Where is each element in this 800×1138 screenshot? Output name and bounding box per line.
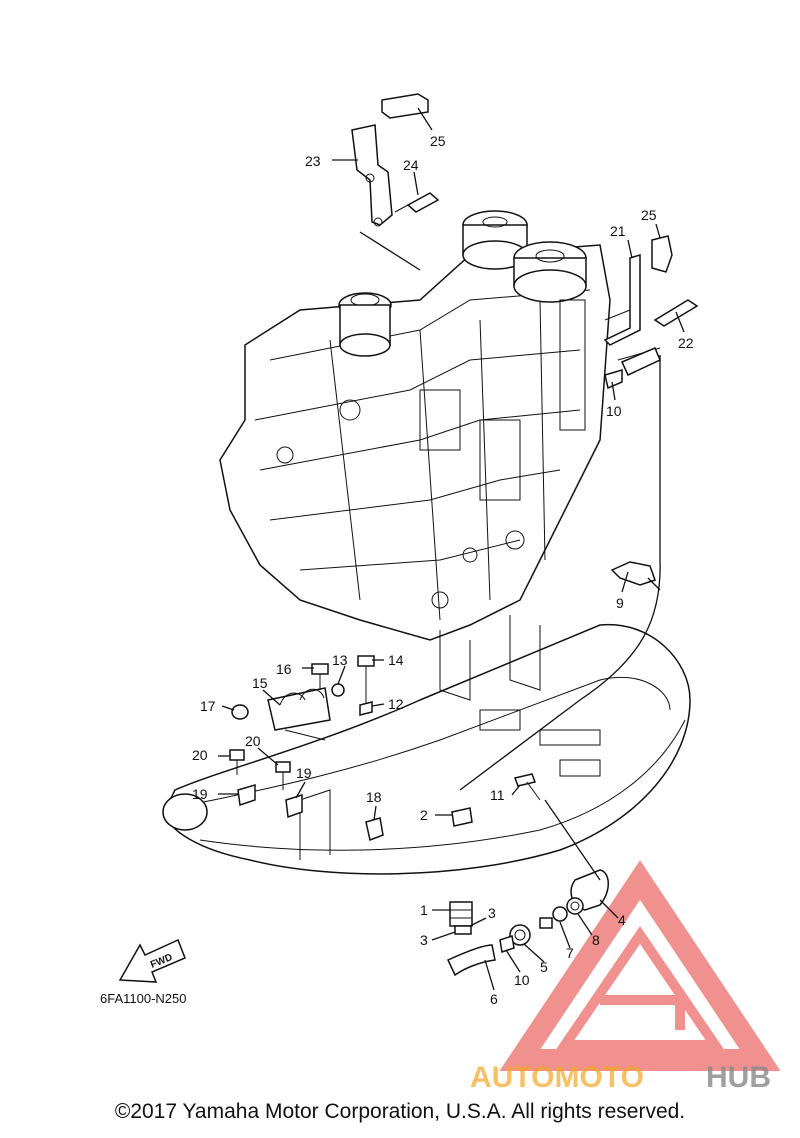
nut-2	[451, 807, 473, 827]
washer-6	[552, 906, 568, 922]
harness-holder-15	[267, 687, 331, 741]
clips-3	[454, 925, 472, 935]
callout-4: 4	[618, 912, 626, 928]
bolt-14	[357, 655, 375, 716]
clips-19	[237, 783, 303, 819]
callout-18: 18	[366, 789, 382, 805]
callout-21: 21	[610, 223, 626, 239]
callout-24: 24	[403, 157, 419, 173]
callout-5: 5	[540, 959, 548, 975]
copyright-notice: ©2017 Yamaha Motor Corporation, U.S.A. A…	[114, 1100, 686, 1123]
leader-lines	[218, 107, 685, 991]
callout-11: 11	[490, 787, 505, 803]
callout-16: 16	[276, 661, 292, 677]
callout-19-left: 19	[192, 786, 208, 802]
fwd-arrow-icon: FWD	[118, 938, 186, 983]
callout-20-left: 20	[192, 747, 208, 763]
bolt-16	[311, 663, 329, 690]
callout-15: 15	[252, 675, 268, 691]
engine-block	[219, 210, 611, 641]
bracket-23	[351, 124, 393, 227]
callout-25-right: 25	[641, 207, 657, 223]
callout-12: 12	[388, 696, 404, 712]
fitting-5	[509, 917, 553, 946]
watermark-text: AUTOMOTO HUB	[470, 1061, 771, 1094]
callout-6: 7	[566, 945, 574, 961]
callout-25-top: 25	[430, 133, 446, 149]
callout-3-left: 3	[420, 932, 428, 948]
hose-8	[446, 944, 496, 977]
grommet-17	[231, 704, 249, 720]
bolts-20	[229, 749, 291, 790]
holder-25-right	[651, 235, 673, 273]
clamp-9	[610, 561, 656, 586]
callout-10-bottom: 10	[514, 972, 530, 988]
callout-14: 14	[388, 652, 404, 668]
callout-17: 17	[200, 698, 216, 714]
clip-10-bottom	[499, 935, 515, 953]
callout-3-right: 3	[488, 905, 496, 921]
callout-2: 2	[420, 807, 428, 823]
callout-9: 9	[616, 595, 624, 611]
watermark-text-primary: AUTOMOTO	[470, 1061, 644, 1094]
bracket-21	[603, 253, 641, 346]
hose-clamp-10-top	[604, 347, 661, 390]
bottom-cowling	[162, 615, 691, 875]
callout-23: 23	[305, 153, 321, 169]
diagram-code: 6FA1100-N250	[100, 991, 187, 1006]
callout-19-right: 19	[296, 765, 312, 781]
holder-25-top	[381, 93, 429, 119]
grommet-1	[449, 901, 473, 927]
watermark-text-secondary: HUB	[706, 1061, 771, 1094]
callout-labels: 25 23 24 25 21 22 10 9 16 13 14 15 17 12…	[192, 133, 694, 1007]
callout-22: 22	[678, 335, 694, 351]
callout-1: 1	[420, 902, 428, 918]
clip-13	[331, 683, 345, 697]
callout-8: 6	[490, 991, 498, 1007]
hose-route-lower	[544, 799, 601, 881]
grommet-18	[365, 817, 384, 842]
screw-11	[513, 773, 541, 801]
watermark-logo	[499, 860, 781, 1071]
callout-13: 13	[332, 652, 348, 668]
callout-10-top: 10	[606, 403, 622, 419]
callout-7: 8	[592, 932, 600, 948]
hose-route	[459, 355, 661, 791]
seal-7	[566, 897, 584, 915]
bolt-24	[394, 192, 440, 213]
callout-20-right: 20	[245, 733, 261, 749]
